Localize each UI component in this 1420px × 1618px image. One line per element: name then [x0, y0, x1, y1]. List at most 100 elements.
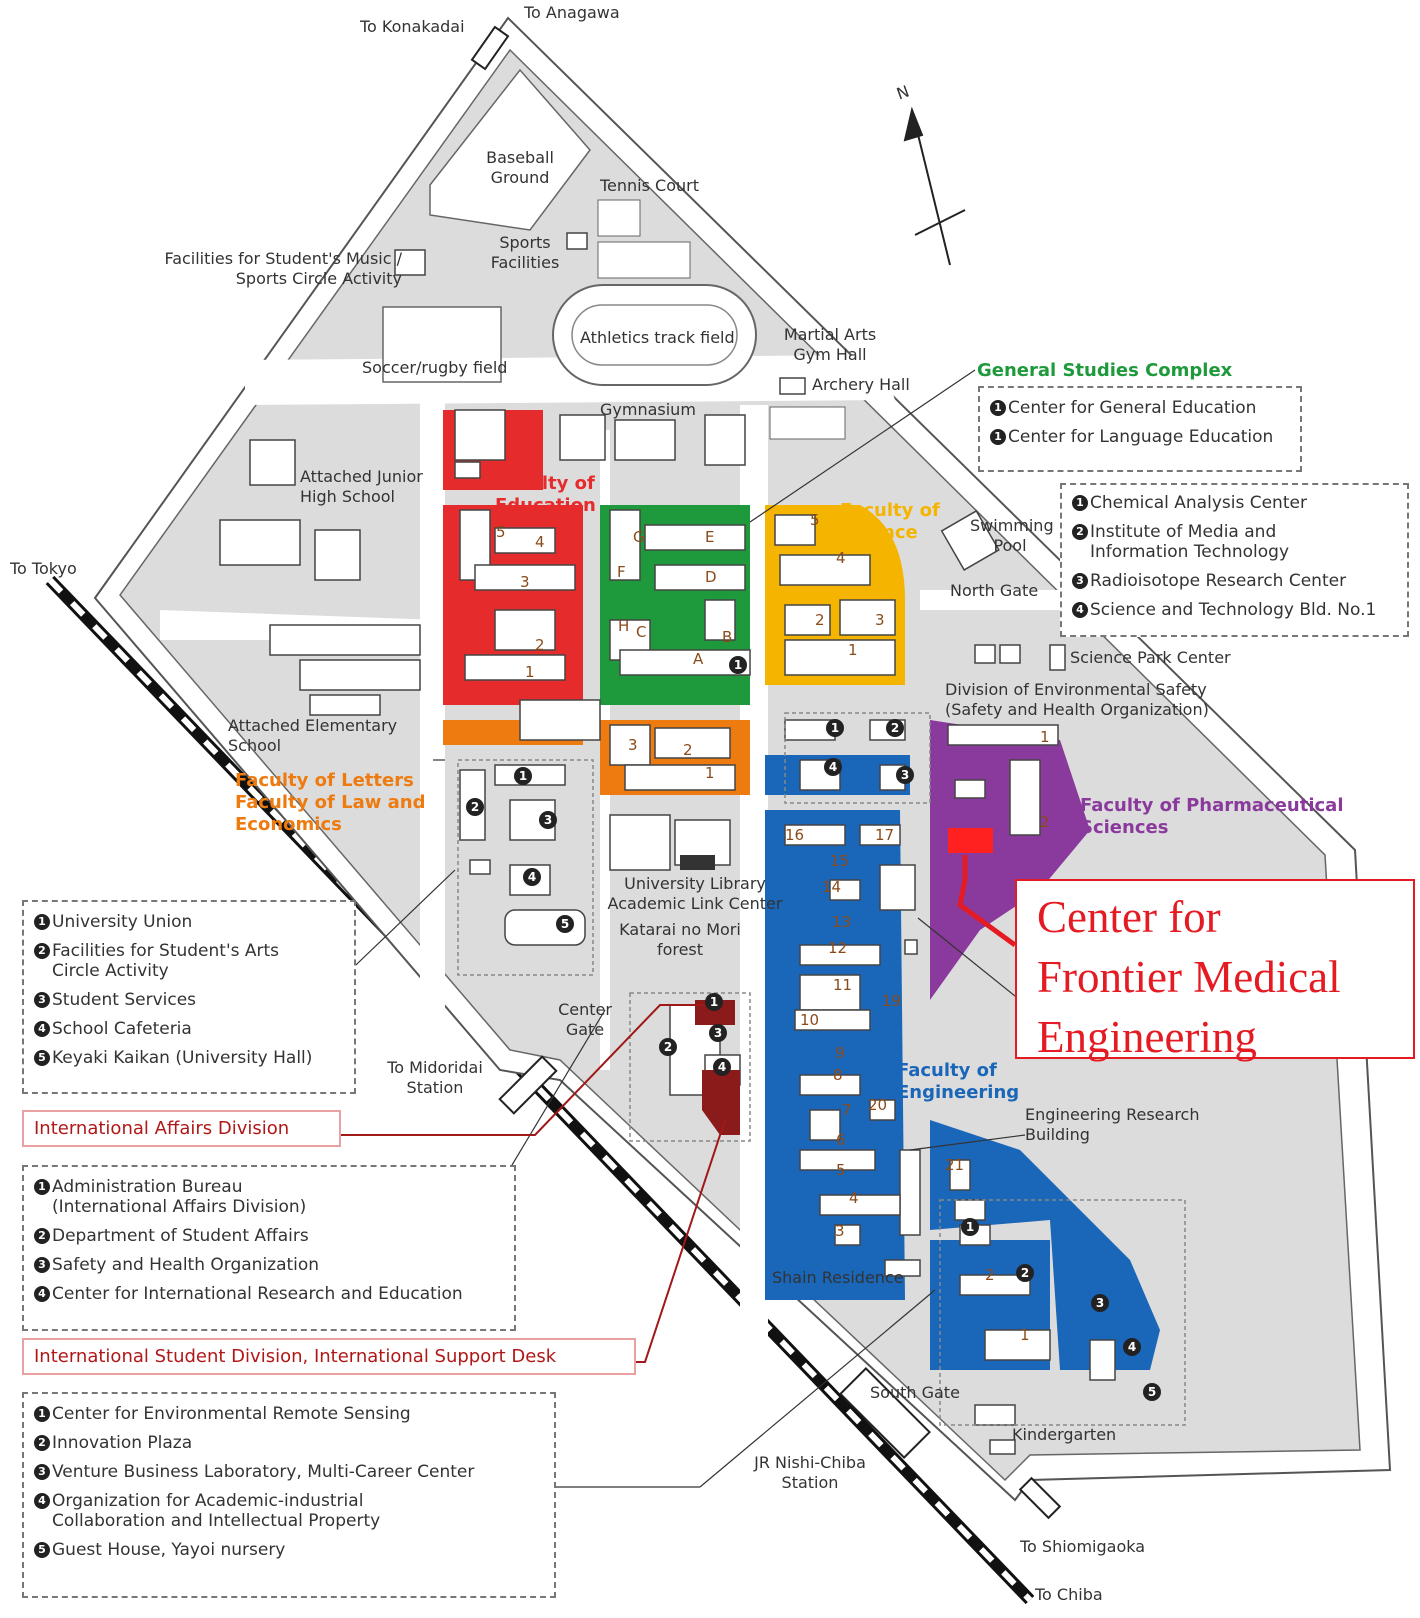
svg-text:3: 3	[520, 573, 530, 591]
svg-text:5: 5	[1148, 1385, 1156, 1399]
tennis-label: Tennis Court	[600, 176, 699, 195]
shain-label: Shain Residence	[772, 1268, 904, 1287]
north-gate-label: North Gate	[950, 581, 1039, 600]
athletics-label: Athletics track field	[580, 328, 735, 347]
svg-text:2: 2	[683, 741, 693, 759]
to-midoridai-label: To Midoridai Station	[387, 1058, 483, 1097]
svg-text:1: 1	[848, 641, 858, 659]
svg-text:3: 3	[1096, 1296, 1104, 1310]
circled-markers: 1 1 2 3 4 5 1 2 4 3 1 2 3 4 1 2 3 4 5	[466, 656, 1161, 1401]
svg-text:1: 1	[519, 769, 527, 783]
cfme-callout: Center for Frontier Medical Engineering	[1015, 879, 1415, 1062]
kindergarten-label: Kindergarten	[1012, 1425, 1117, 1444]
svg-text:1: 1	[966, 1220, 974, 1234]
railway-line	[45, 575, 1035, 1605]
svg-text:1: 1	[705, 764, 715, 782]
svg-text:8: 8	[833, 1066, 843, 1084]
science-park-label: Science Park Center	[1070, 648, 1231, 667]
north-arrow	[903, 106, 966, 266]
svg-text:4: 4	[1128, 1340, 1136, 1354]
svg-text:17: 17	[875, 826, 894, 844]
svg-text:1: 1	[831, 721, 839, 735]
svg-text:11: 11	[833, 976, 852, 994]
svg-text:H: H	[618, 617, 629, 635]
to-tokyo-label: To Tokyo	[10, 559, 77, 578]
svg-text:C: C	[636, 623, 646, 641]
svg-text:16: 16	[785, 826, 804, 844]
svg-text:21: 21	[945, 1156, 964, 1174]
cfme-building	[948, 828, 993, 853]
svg-text:5: 5	[561, 917, 569, 931]
eng-research-label: Engineering Research Building	[1025, 1105, 1200, 1144]
svg-text:3: 3	[628, 736, 638, 754]
south-gate-label: South Gate	[870, 1383, 960, 1402]
jr-station-label: JR Nishi-Chiba Station	[754, 1453, 866, 1492]
cfme-connector	[957, 855, 1017, 948]
svg-text:1: 1	[1020, 1326, 1030, 1344]
svg-text:1: 1	[734, 658, 742, 672]
svg-text:1: 1	[1040, 728, 1050, 746]
svg-text:F: F	[617, 563, 626, 581]
baseball-ground	[429, 68, 591, 231]
svg-text:4: 4	[535, 533, 545, 551]
sports-facilities-label: Sports Facilities	[490, 233, 560, 272]
svg-text:5: 5	[810, 511, 820, 529]
baseball-label: Baseball Ground	[486, 148, 554, 187]
cfme-callout-line: Center for	[1037, 892, 1221, 942]
svg-text:2: 2	[1040, 813, 1050, 831]
svg-text:A: A	[693, 650, 704, 668]
intl-affairs-division-label: International Affairs Division	[22, 1110, 341, 1147]
svg-text:E: E	[705, 528, 714, 546]
svg-text:3: 3	[714, 1026, 722, 1040]
svg-text:2: 2	[815, 611, 825, 629]
soccer-field	[382, 306, 502, 383]
svg-text:4: 4	[528, 870, 536, 884]
svg-text:2: 2	[664, 1040, 672, 1054]
center-gate-label: Center Gate	[558, 1000, 612, 1039]
svg-text:4: 4	[718, 1060, 726, 1074]
svg-text:3: 3	[875, 611, 885, 629]
faculty-engineering-label: Faculty of Engineering	[897, 1060, 1020, 1103]
svg-text:2: 2	[891, 721, 899, 735]
archery-label: Archery Hall	[812, 375, 910, 394]
soccer-label: Soccer/rugby field	[362, 358, 508, 377]
svg-text:9: 9	[835, 1044, 845, 1062]
svg-text:10: 10	[800, 1011, 819, 1029]
svg-text:12: 12	[828, 939, 847, 957]
svg-text:20: 20	[868, 1096, 887, 1114]
to-konakadai-label: To Konakadai	[360, 17, 465, 36]
connector-lines	[334, 369, 1026, 1488]
tennis-courts	[597, 199, 846, 440]
svg-text:2: 2	[471, 800, 479, 814]
svg-text:19: 19	[882, 992, 901, 1010]
faculty-pharma-label: Faculty of Pharmaceutical Sciences	[1080, 795, 1344, 838]
svg-text:3: 3	[544, 813, 552, 827]
svg-text:3: 3	[901, 768, 909, 782]
svg-text:14: 14	[822, 878, 841, 896]
svg-text:B: B	[722, 628, 732, 646]
zone-engineering	[765, 810, 905, 1300]
martial-arts-label: Martial Arts Gym Hall	[783, 325, 877, 364]
svg-text:4: 4	[836, 549, 846, 567]
svg-text:G: G	[633, 528, 645, 546]
cfme-callout-line: Engineering	[1037, 1012, 1257, 1062]
cfme-callout-line: Frontier Medical	[1037, 952, 1341, 1002]
